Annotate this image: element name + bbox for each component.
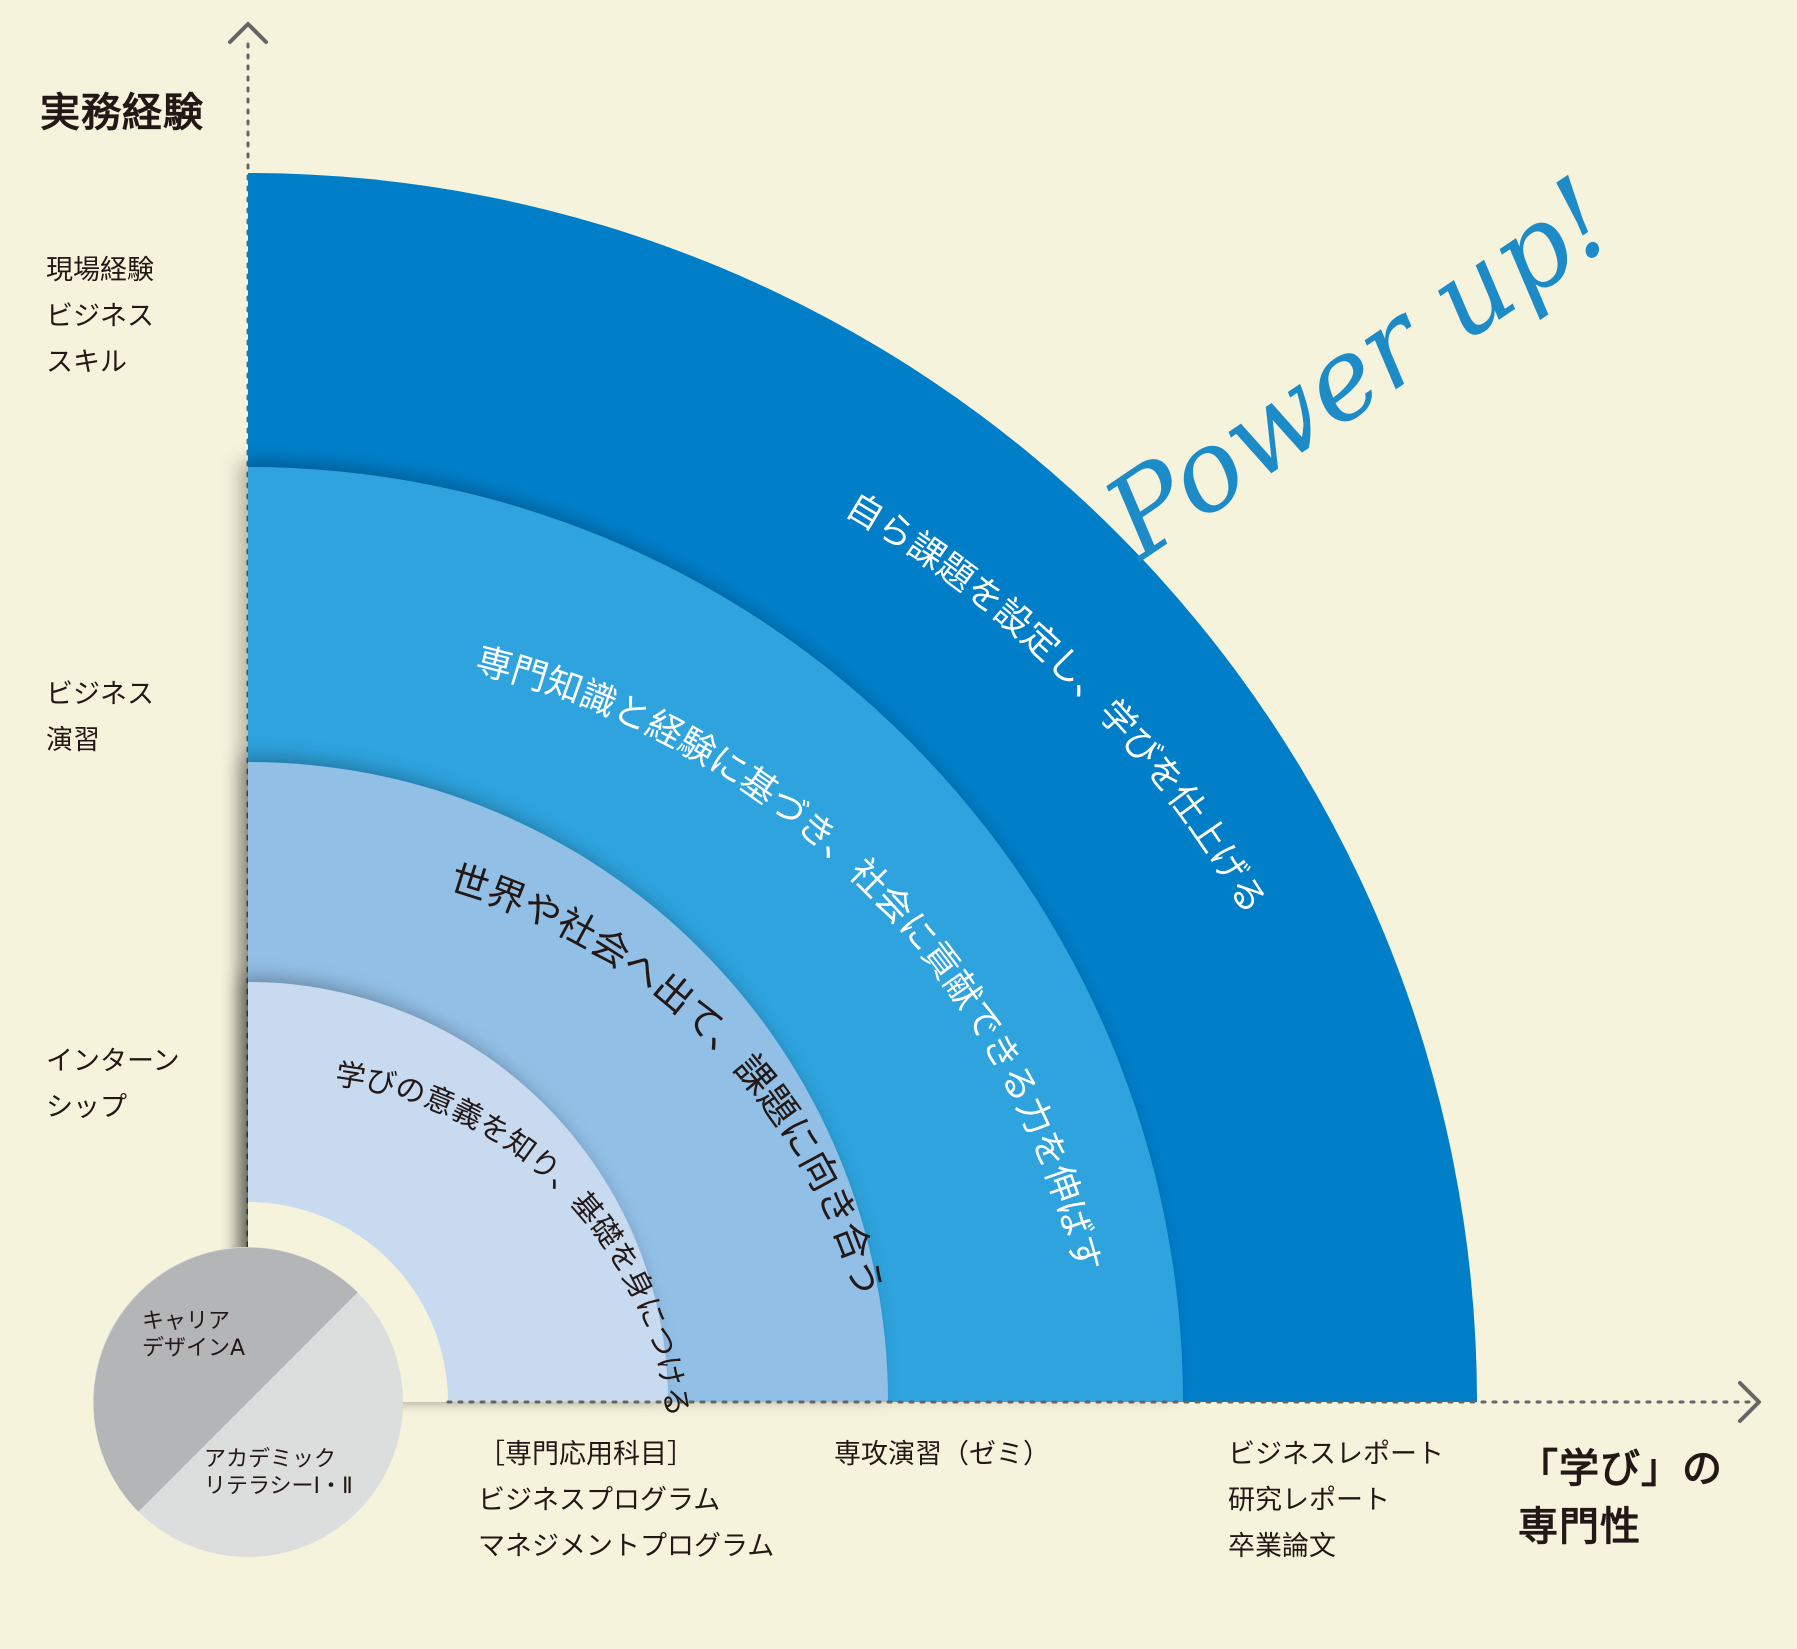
x-label-line: ビジネスレポート [1228,1439,1444,1470]
x-label-applied: ［専門応用科目］ ビジネスプログラム マネジメントプログラム [478,1432,774,1570]
pie-label-line: アカデミック [204,1447,337,1472]
y-label-line: ビジネス [46,301,154,332]
x-axis-title-line1: 「学び」の [1518,1446,1723,1492]
y-label-line: シップ [46,1092,127,1123]
y-label-line: インターン [46,1046,180,1077]
y-label-line: ビジネス [46,679,154,710]
pie-bottom-label: アカデミック リテラシーⅠ・Ⅱ [204,1446,353,1500]
y-label-line: 現場経験 [46,255,154,286]
y-label-internship: インターン シップ [46,1039,180,1131]
x-label-line: マネジメントプログラム [478,1531,775,1562]
x-label-line: ビジネスプログラム [478,1485,721,1516]
x-label-line: 卒業論文 [1228,1531,1336,1562]
x-label-thesis: ビジネスレポート 研究レポート 卒業論文 [1228,1432,1444,1570]
x-label-line: 専攻演習（ゼミ） [834,1439,1050,1470]
x-label-seminar: 専攻演習（ゼミ） [834,1432,1050,1478]
pie-top-slice [93,1247,358,1512]
pie-label-line: デザインA [142,1336,246,1361]
x-label-line: ［専門応用科目］ [478,1439,694,1470]
y-label-exercise: ビジネス 演習 [46,672,154,764]
x-axis-title: 「学び」の 専門性 [1518,1440,1723,1556]
x-axis-arrow-icon [1738,1381,1761,1423]
pie-label-line: キャリア [142,1309,231,1334]
y-label-work: 現場経験 ビジネス スキル [46,248,154,386]
y-label-line: 演習 [46,725,100,756]
x-axis-title-line2: 専門性 [1518,1504,1641,1550]
y-axis-title: 実務経験 [40,90,204,136]
power-up-tagline: Power up! [1081,153,1635,585]
pie-label-line: リテラシーⅠ・Ⅱ [204,1474,353,1499]
x-label-line: 研究レポート [1228,1485,1390,1516]
pie-top-label: キャリア デザインA [142,1308,245,1362]
y-axis-arrow-icon [228,22,268,44]
y-label-line: スキル [46,347,127,378]
